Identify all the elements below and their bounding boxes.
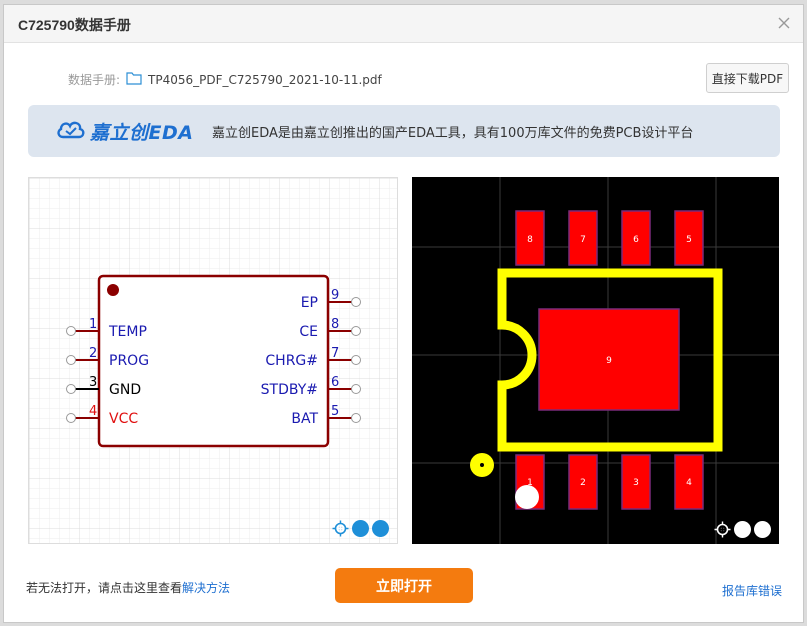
banner-description: 嘉立创EDA是由嘉立创推出的国产EDA工具，具有100万库文件的免费PCB设计平… xyxy=(212,126,694,141)
zoom-in-icon[interactable] xyxy=(336,520,389,537)
pad-9-label: 9 xyxy=(606,356,612,366)
file-row: 数据手册: TP4056_PDF_C725790_2021-10-11.pdf xyxy=(68,71,382,88)
pin-name: TEMP xyxy=(108,324,147,340)
pin-endpoint xyxy=(66,355,76,365)
silkscreen-outline xyxy=(497,268,723,452)
pin-name: VCC xyxy=(109,411,138,427)
pin-endpoint xyxy=(351,297,361,307)
report-error-link[interactable]: 报告库错误 xyxy=(722,584,783,598)
pin-endpoint xyxy=(351,355,361,365)
pcb-controls xyxy=(714,521,771,538)
pin-name: GND xyxy=(109,382,141,398)
brand-name: 嘉立创EDA xyxy=(90,121,194,144)
pad-top xyxy=(621,210,651,266)
pin-endpoint xyxy=(66,326,76,336)
pad-label: 8 xyxy=(527,235,533,245)
pin-name: CHRG# xyxy=(265,353,318,369)
pad-top xyxy=(515,210,545,266)
pin-name: BAT xyxy=(291,411,318,427)
pad-label: 1 xyxy=(527,478,533,488)
pin-number: 5 xyxy=(331,404,339,419)
schematic-preview[interactable]: 1 TEMP 2 PROG 3 GND 4 VCC 9 EP 8 CE 7 CHRG# 6 STDBY# 5 BA… xyxy=(28,177,398,544)
file-name[interactable]: TP4056_PDF_C725790_2021-10-11.pdf xyxy=(148,72,382,87)
folder-icon xyxy=(126,71,142,88)
schematic-controls xyxy=(332,520,389,537)
datasheet-dialog: C725790数据手册 数据手册: TP4056_PDF_C725790_202… xyxy=(3,4,804,623)
pin1-marker-dot xyxy=(515,485,539,509)
footer-note-text: 若无法打开，请点击这里查看 xyxy=(26,581,183,595)
pcb-canvas: 9 8 7 6 5 1 2 3 4 xyxy=(412,177,779,544)
file-label: 数据手册: xyxy=(68,73,121,87)
pad-bottom xyxy=(674,454,704,510)
close-icon[interactable] xyxy=(775,14,793,32)
pin-number: 7 xyxy=(331,346,339,361)
title-bar: C725790数据手册 xyxy=(4,5,803,43)
pin-number: 3 xyxy=(89,375,97,390)
pad-9 xyxy=(538,308,680,411)
open-now-button[interactable]: 立即打开 xyxy=(335,568,473,603)
dialog-title: C725790数据手册 xyxy=(18,17,131,33)
brand: 嘉立创EDA xyxy=(56,117,193,145)
pad-label: 3 xyxy=(633,478,639,488)
pad-bottom xyxy=(568,454,598,510)
pad-label: 4 xyxy=(686,478,692,488)
pin-endpoint xyxy=(66,413,76,423)
pin-number: 6 xyxy=(331,375,339,390)
pad-top xyxy=(568,210,598,266)
pad-label: 7 xyxy=(580,235,586,245)
schematic-canvas: 1 TEMP 2 PROG 3 GND 4 VCC 9 EP 8 CE 7 CHRG# 6 STDBY# 5 BA… xyxy=(29,178,397,543)
eda-banner[interactable]: 嘉立创EDA 嘉立创EDA是由嘉立创推出的国产EDA工具，具有100万库文件的免… xyxy=(28,105,780,157)
pad-bottom xyxy=(621,454,651,510)
pin-number: 4 xyxy=(89,404,97,419)
pin-endpoint xyxy=(351,384,361,394)
pin-number: 9 xyxy=(331,288,339,303)
pin1-marker xyxy=(107,284,119,296)
solution-link[interactable]: 解决方法 xyxy=(182,581,231,595)
pin-name: CE xyxy=(299,324,318,340)
pin-name: PROG xyxy=(109,353,149,369)
footer-note: 若无法打开，请点击这里查看解决方法 xyxy=(26,579,230,596)
pad-label: 5 xyxy=(686,235,692,245)
zoom-out-icon[interactable] xyxy=(718,521,751,538)
pin-endpoint xyxy=(351,413,361,423)
pin-name: EP xyxy=(301,295,318,311)
pin-number: 1 xyxy=(89,317,97,332)
pcb-footprint-preview[interactable]: 9 8 7 6 5 1 2 3 4 xyxy=(412,177,779,544)
pad-top xyxy=(674,210,704,266)
pad-label: 2 xyxy=(580,478,586,488)
pin-endpoint xyxy=(66,384,76,394)
pin-name: STDBY# xyxy=(261,382,318,398)
zoom-in-icon[interactable] xyxy=(718,521,771,538)
pad-label: 6 xyxy=(633,235,639,245)
cloud-logo-icon xyxy=(56,117,86,145)
pin-endpoint xyxy=(351,326,361,336)
zoom-out-icon[interactable] xyxy=(336,520,369,537)
pin-number: 8 xyxy=(331,317,339,332)
download-pdf-button[interactable]: 直接下载PDF xyxy=(706,63,789,93)
pin-number: 2 xyxy=(89,346,97,361)
